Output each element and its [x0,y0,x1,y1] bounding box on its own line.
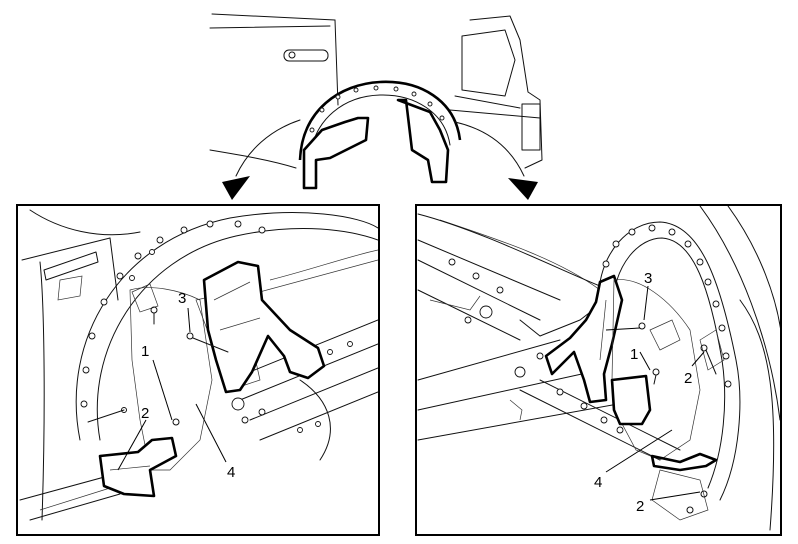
right-callout-2b: 2 [636,498,644,515]
vehicle-overview [209,13,543,200]
right-liner-bottom-edge [650,452,718,472]
right-callout-2a: 2 [684,370,692,387]
left-fastener-clip [172,418,180,426]
right-callout-3: 3 [644,270,652,287]
door-handle [283,49,329,62]
right-arrow-head [508,178,538,200]
right-fastener-1 [652,368,660,385]
right-callout-1: 1 [630,346,638,363]
right-liner-surface [611,279,701,461]
left-frame-holes [231,341,353,433]
left-detail-panel: 1 2 3 4 [16,204,380,536]
right-fastener-3 [638,322,646,330]
left-arrow-shaft [235,119,301,177]
right-liner-upper-section [544,274,624,404]
left-door-handle [43,251,99,281]
left-fastener-1 [150,306,158,325]
left-arrow-head [222,176,250,200]
left-callout-1: 1 [141,343,149,360]
right-arrow-shaft [454,121,525,177]
left-arch-holes [80,220,266,408]
left-fastener-3 [186,332,229,353]
right-fastener-2 [700,344,717,375]
left-callout-2: 2 [141,405,149,422]
right-callout-4: 4 [594,474,602,491]
right-frame-holes [448,258,624,434]
right-detail-panel: 3 1 2 4 2 [415,204,782,536]
overview-rear-liner [396,98,450,184]
overview-arch-holes [309,85,445,133]
left-callout-3: 3 [178,290,186,307]
right-fastener-lower [686,490,708,514]
left-callout-4: 4 [227,464,235,481]
right-arch-holes [601,224,732,388]
left-fastener-2 [87,407,127,423]
overview-front-liner [302,116,370,190]
right-liner-lower-section [610,374,652,426]
left-liner-rear-section [202,260,326,394]
